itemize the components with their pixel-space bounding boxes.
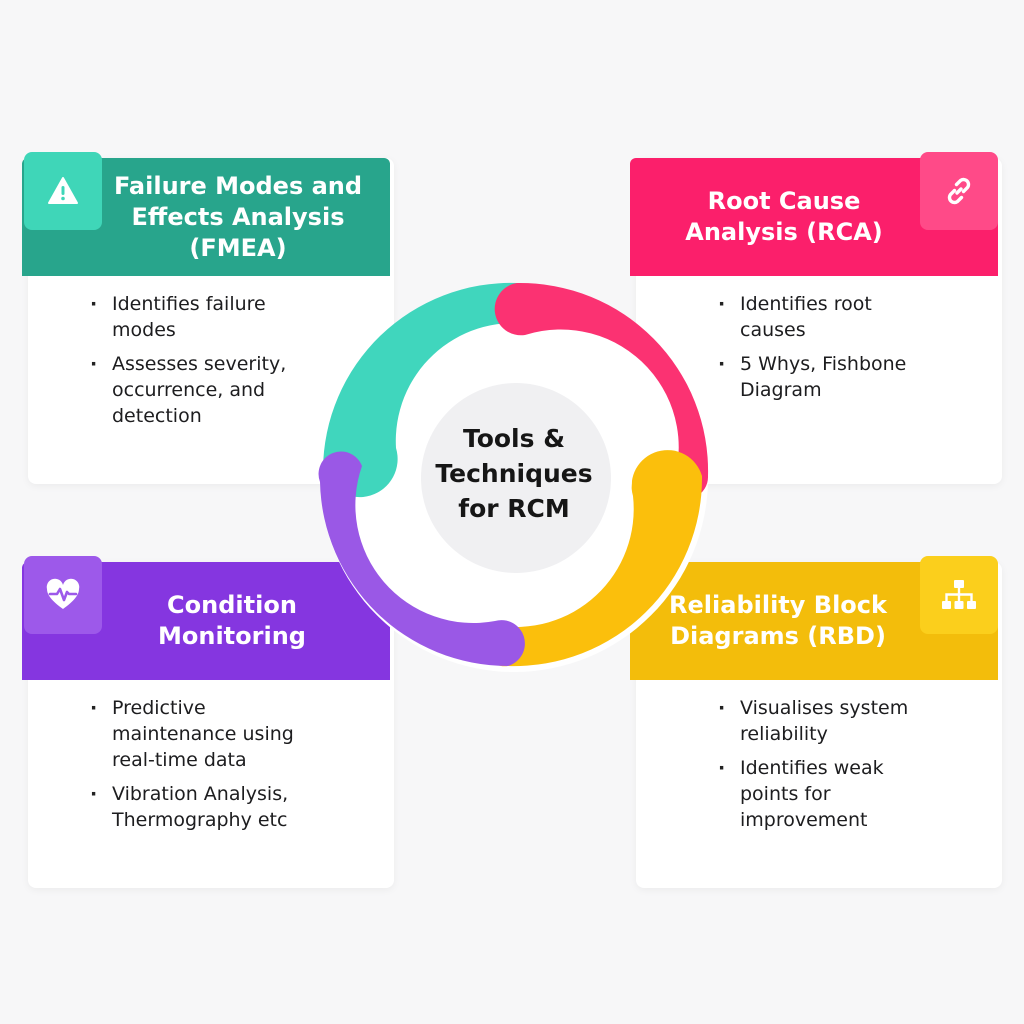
heart-pulse-icon-box [24, 556, 102, 634]
list-item: Identifies weak points for improvement [718, 755, 988, 833]
hierarchy-icon-box [920, 556, 998, 634]
ring-center-disc [421, 383, 611, 573]
list-item: Identifies root causes [718, 291, 978, 343]
ring-segment-teal [323, 282, 540, 498]
list-item: Visualises system reliability [718, 695, 988, 747]
condition-monitoring-card: Condition Monitoring Predictive maintena… [22, 556, 394, 888]
ring-segment-purple [318, 451, 525, 666]
rca-title: Root Cause Analysis (RCA) [685, 187, 883, 246]
cycle-ring [318, 282, 710, 674]
list-item: Predictive maintenance using real-time d… [90, 695, 370, 773]
list-item: Vibration Analysis, Thermography etc [90, 781, 370, 833]
fmea-bullet-list: Identifies failure modes Assesses severi… [90, 291, 350, 437]
warning-icon [48, 177, 78, 204]
center-title: Tools & Techniques for RCM [435, 424, 593, 523]
fmea-card: Failure Modes and Effects Analysis (FMEA… [22, 152, 394, 484]
condition-monitoring-bullet-list: Predictive maintenance using real-time d… [90, 695, 370, 841]
rca-bullet-list: Identifies root causes 5 Whys, Fishbone … [718, 291, 978, 411]
link-icon-box [920, 152, 998, 230]
list-item: Assesses severity, occurrence, and detec… [90, 351, 350, 429]
fmea-title: Failure Modes and Effects Analysis (FMEA… [113, 171, 363, 262]
ring-segment-yellow [482, 450, 703, 667]
list-item: Identifies failure modes [90, 291, 350, 343]
link-icon [947, 177, 971, 205]
heart-pulse-icon [46, 578, 80, 609]
hierarchy-icon [942, 580, 976, 609]
rbd-bullet-list: Visualises system reliability Identifies… [718, 695, 988, 841]
warning-icon-box [24, 152, 102, 230]
rbd-card: Reliability Block Diagrams (RBD) Visuali… [630, 556, 1002, 888]
condition-monitoring-title: Condition Monitoring [158, 591, 306, 650]
rbd-title: Reliability Block Diagrams (RBD) [669, 591, 887, 650]
list-item: 5 Whys, Fishbone Diagram [718, 351, 978, 403]
